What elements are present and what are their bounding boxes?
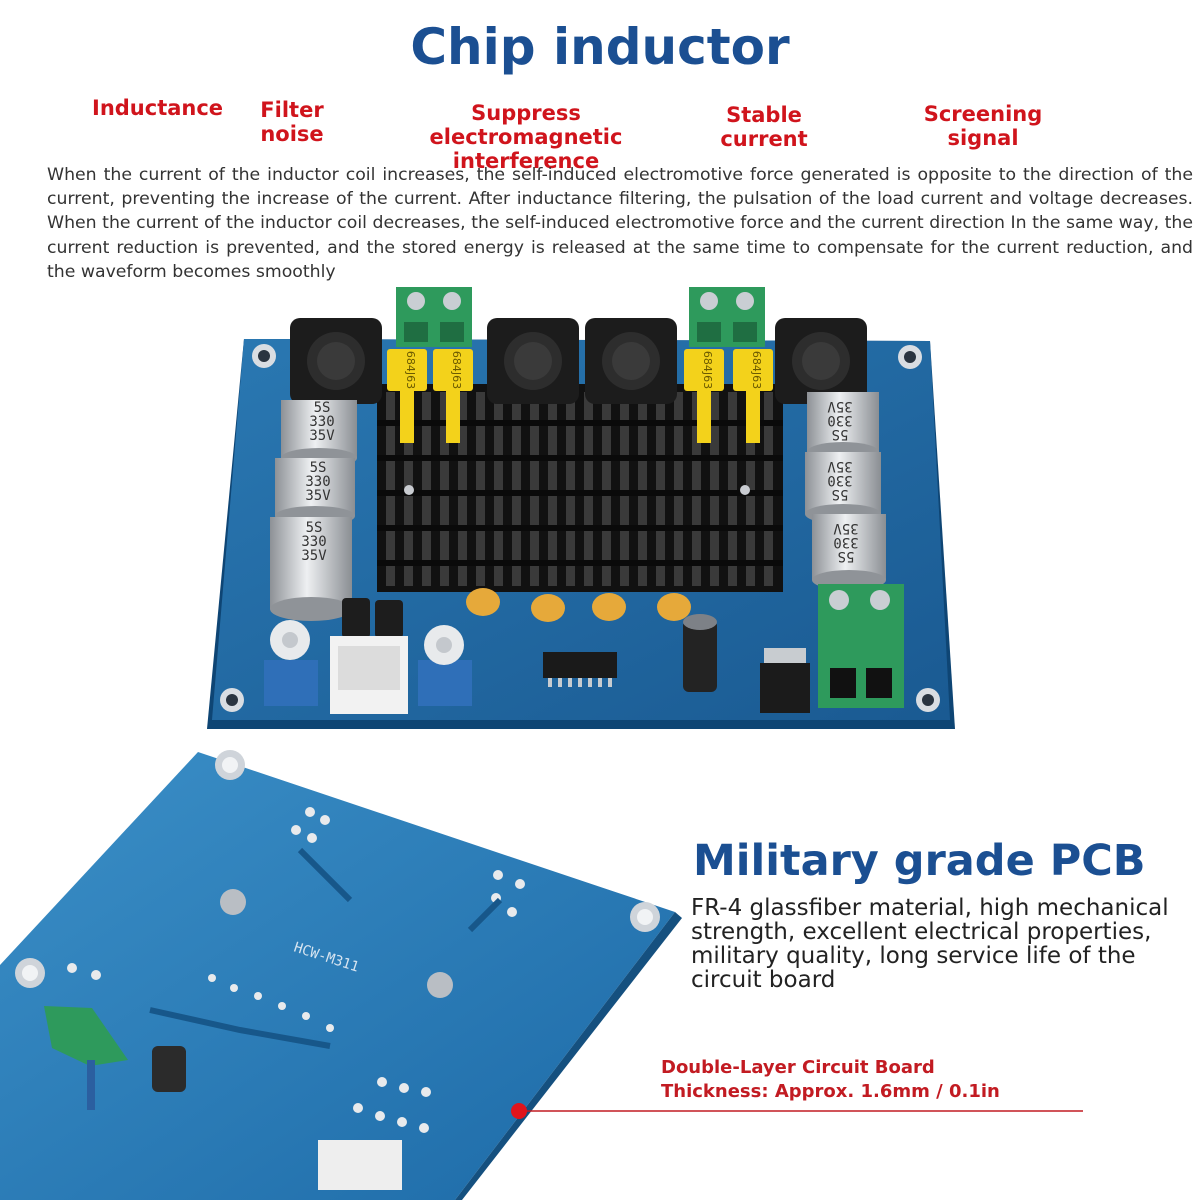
thickness-callout: [511, 1103, 1083, 1119]
feature-screening-signal: Screening signal: [923, 102, 1043, 150]
svg-text:330: 330: [827, 412, 852, 428]
mounting-hole: [220, 688, 244, 712]
terminal-block: [689, 287, 765, 347]
mounting-hole: [215, 750, 245, 780]
terminal-block: [396, 287, 472, 347]
electrolytic-capacitor: 5S 330 35V: [281, 400, 357, 468]
feature-inductance: Inductance: [92, 96, 224, 120]
bottom-connector: [318, 1140, 402, 1190]
svg-text:35V: 35V: [301, 548, 327, 564]
inductor: [585, 318, 677, 404]
svg-text:5S: 5S: [306, 520, 323, 536]
svg-text:5S: 5S: [314, 400, 331, 416]
regulator: [760, 648, 810, 713]
svg-text:5S: 5S: [310, 460, 327, 476]
svg-text:684J63: 684J63: [750, 351, 763, 389]
svg-text:5S: 5S: [832, 426, 849, 442]
inductor: [775, 318, 867, 404]
svg-text:684J63: 684J63: [404, 351, 417, 389]
svg-text:684J63: 684J63: [701, 351, 714, 389]
inductor-description: When the current of the inductor coil in…: [47, 165, 1193, 282]
pcb-description: FR-4 glassfiber material, high mechanica…: [691, 895, 1169, 993]
svg-text:330: 330: [305, 474, 330, 490]
ceramic-capacitor: [466, 588, 500, 616]
svg-text:35V: 35V: [827, 398, 853, 414]
film-capacitor: 684J63: [387, 349, 427, 443]
electrolytic-capacitor: 5S 330 35V: [275, 458, 355, 526]
svg-text:5S: 5S: [832, 486, 849, 502]
ceramic-capacitor: [531, 594, 565, 622]
ceramic-capacitor: [592, 593, 626, 621]
svg-text:35V: 35V: [305, 488, 331, 504]
electrolytic-capacitor: 5S 330 35V: [805, 452, 881, 524]
svg-text:330: 330: [301, 534, 326, 550]
screw: [220, 889, 453, 998]
mounting-hole: [916, 688, 940, 712]
svg-text:5S: 5S: [838, 548, 855, 564]
svg-text:330: 330: [833, 534, 858, 550]
svg-text:35V: 35V: [833, 520, 859, 536]
film-capacitor: 684J63: [733, 349, 773, 443]
small-capacitor: [342, 598, 717, 692]
svg-text:330: 330: [309, 414, 334, 430]
svg-text:35V: 35V: [309, 428, 335, 444]
bottom-capacitor: [152, 1046, 186, 1092]
mounting-hole: [252, 344, 276, 368]
electrolytic-capacitor: 5S 330 35V: [812, 514, 886, 590]
inductor: [487, 318, 579, 404]
input-connector: [330, 636, 408, 714]
bottom-board: HCW-M311: [0, 750, 682, 1200]
potentiometer: [264, 620, 318, 706]
trace: [149, 847, 503, 1049]
svg-text:35V: 35V: [827, 458, 853, 474]
mounting-hole: [15, 958, 45, 988]
ic-chip: [543, 652, 617, 687]
page-title: Chip inductor: [410, 18, 790, 76]
pcb-section-title: Military grade PCB: [693, 836, 1146, 886]
potentiometer: [418, 625, 472, 706]
solder-pads: [67, 807, 525, 1133]
electrolytic-capacitor: 5S 330 35V: [807, 392, 879, 462]
film-capacitor: 684J63: [684, 349, 724, 443]
svg-text:330: 330: [827, 472, 852, 488]
inductor: [290, 318, 382, 404]
callout-thickness: Thickness: Approx. 1.6mm / 0.1in: [661, 1081, 1000, 1102]
svg-text:684J63: 684J63: [450, 351, 463, 389]
mounting-hole: [898, 345, 922, 369]
top-board: 684J63 684J63 684J63 684J63 5S 330 35V 5…: [207, 287, 955, 729]
heatsink: [377, 384, 783, 592]
feature-suppress-emi: Suppress electromagnetic interference: [429, 101, 623, 173]
ceramic-capacitor: [657, 593, 691, 621]
electrolytic-capacitor: 5S 330 35V: [270, 517, 352, 621]
power-terminal: [818, 584, 904, 708]
callout-layers: Double-Layer Circuit Board: [661, 1057, 935, 1078]
feature-stable-current: Stable current: [720, 103, 808, 151]
bottom-terminal: [44, 1006, 128, 1110]
feature-filter-noise: Filter noise: [260, 98, 324, 146]
film-capacitor: 684J63: [433, 349, 473, 443]
mounting-hole: [630, 902, 660, 932]
